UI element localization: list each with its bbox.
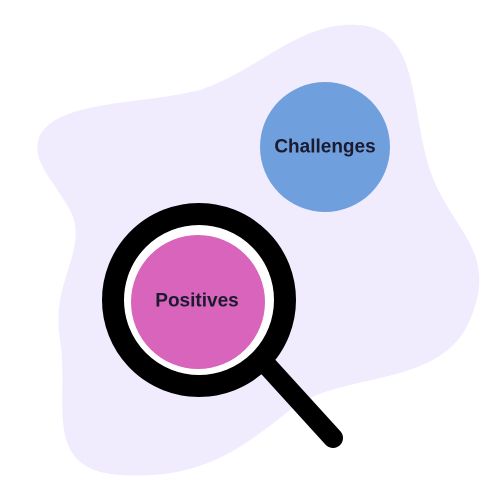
positives-bubble: Positives	[131, 235, 265, 369]
positives-circle	[131, 235, 265, 369]
positives-label: Positives	[155, 291, 238, 312]
challenges-bubble: Challenges	[260, 82, 390, 212]
magnifier-handle	[252, 350, 343, 448]
challenges-label: Challenges	[274, 137, 375, 158]
challenges-circle	[260, 82, 390, 212]
